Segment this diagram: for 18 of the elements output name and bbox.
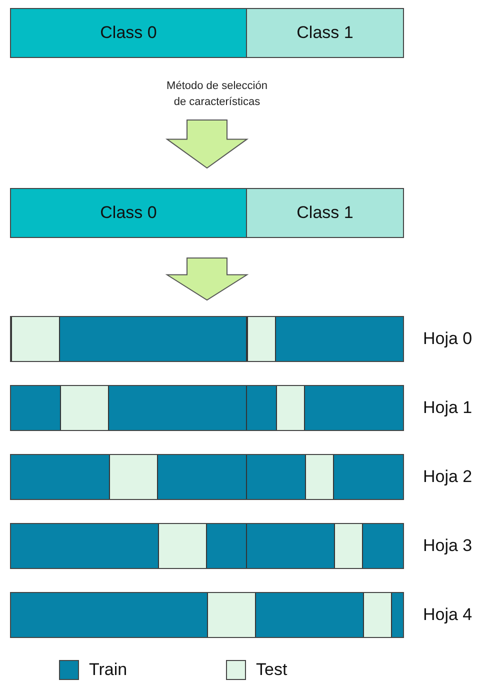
class-box: Class 0: [10, 8, 247, 58]
block-arrow: [165, 258, 249, 301]
fold-label: Hoja 2: [423, 467, 472, 487]
fold-label: Hoja 3: [423, 536, 472, 556]
fold-bar: [10, 316, 404, 362]
legend-label: Train: [89, 660, 128, 680]
fold-label: Hoja 0: [423, 329, 472, 349]
fold-bar: [10, 385, 404, 431]
fold-bar: [10, 523, 404, 569]
fold-bar: [10, 454, 404, 500]
class-box: Class 1: [246, 8, 404, 58]
legend-label: Test: [256, 660, 288, 680]
class-box: Class 1: [246, 188, 404, 238]
fold-label: Hoja 4: [423, 605, 472, 625]
fold-label: Hoja 1: [423, 398, 472, 418]
block-arrow: [165, 120, 249, 169]
fold-bar: [10, 592, 404, 638]
class-box: Class 0: [10, 188, 247, 238]
